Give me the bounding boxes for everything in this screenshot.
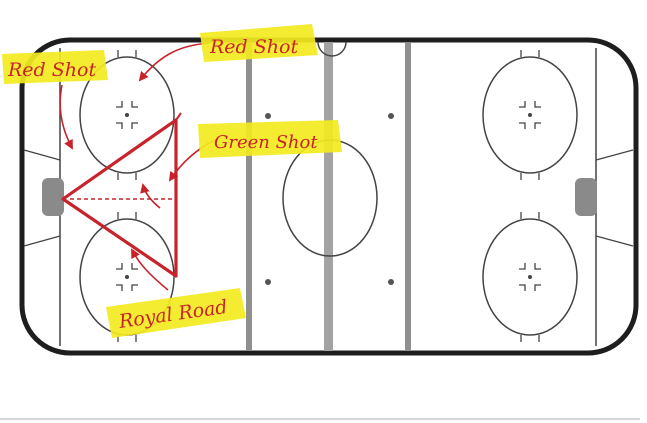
faceoff-dot	[125, 113, 129, 117]
arrow-red-shot-left	[59, 84, 73, 150]
neutral-dot	[388, 279, 394, 285]
faceoff-dot	[528, 275, 532, 279]
svg-text:Green Shot: Green Shot	[214, 132, 318, 153]
label-red-shot-top: Red Shot	[200, 24, 318, 62]
arrow-royal-road	[131, 248, 169, 291]
faceoff-hash-marks	[116, 101, 541, 291]
faceoff-dot	[125, 275, 129, 279]
goal-right	[575, 178, 597, 216]
referee-crease	[317, 41, 347, 57]
faceoff-circle-right-top	[482, 56, 578, 174]
svg-text:Red Shot: Red Shot	[209, 36, 298, 58]
blue-line-right	[405, 42, 411, 351]
neutral-dot	[265, 113, 271, 119]
neutral-dot	[388, 113, 394, 119]
royal-road-triangle	[61, 118, 178, 278]
arrow-green-shot-short	[140, 183, 161, 209]
faceoff-circle-left-top	[79, 56, 175, 174]
label-red-shot-left: Red Shot	[2, 50, 108, 84]
svg-text:Red Shot: Red Shot	[7, 59, 96, 81]
goal-left	[42, 178, 64, 216]
faceoff-circle-right-bottom	[482, 218, 578, 336]
faceoff-dot	[528, 113, 532, 117]
label-green-shot: Green Shot	[198, 120, 342, 158]
arrow-red-shot-top	[138, 42, 211, 82]
neutral-dot	[265, 279, 271, 285]
center-line	[324, 42, 333, 351]
blue-line-left	[246, 42, 252, 351]
